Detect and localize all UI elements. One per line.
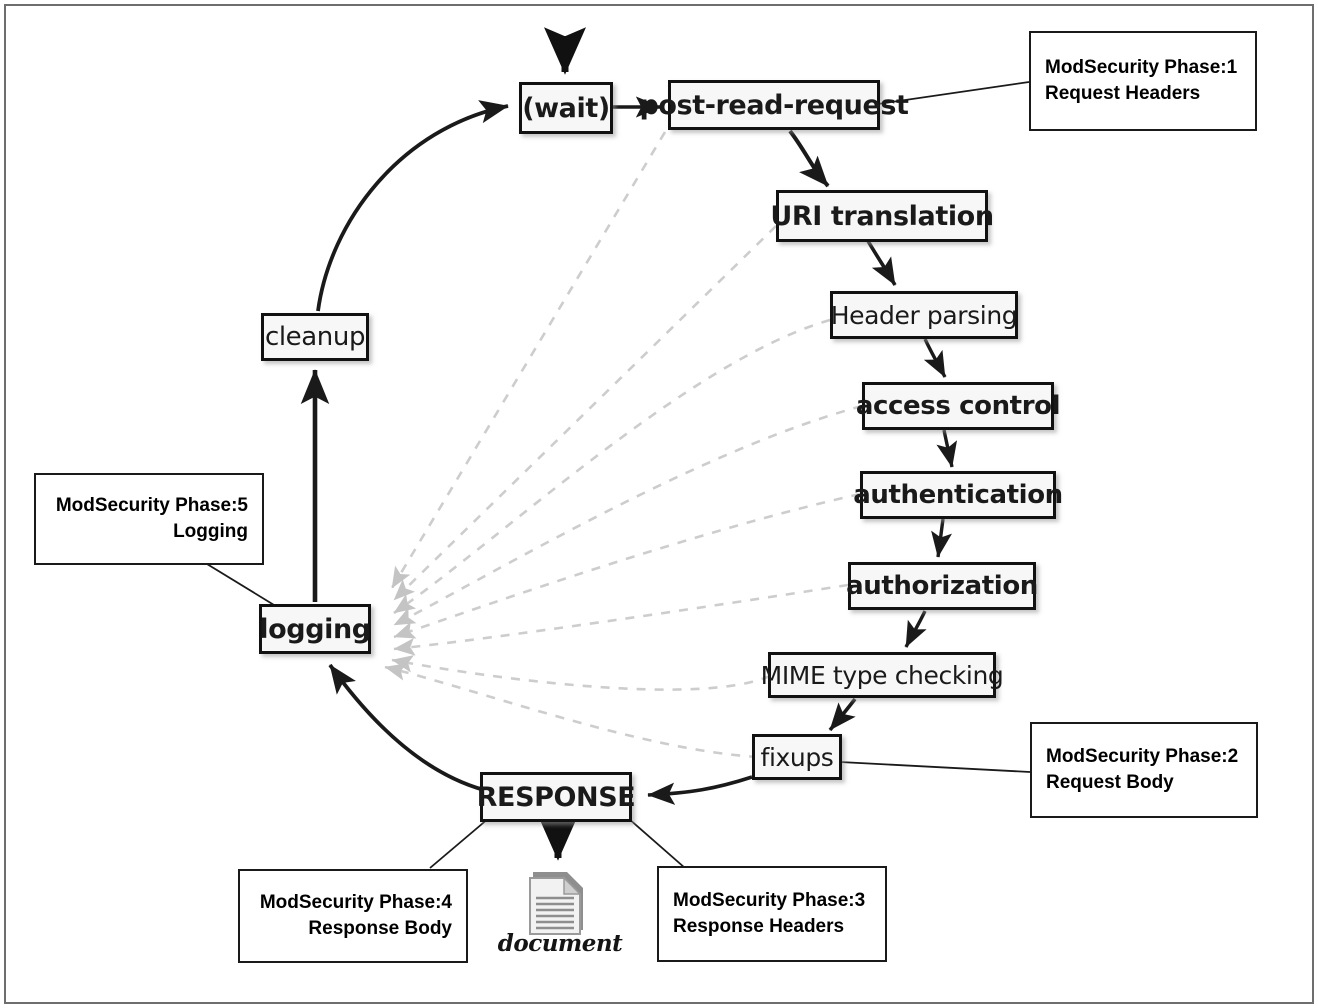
dashed-uri-translation-to-logging xyxy=(393,225,777,601)
process-box-cleanup[interactable]: cleanup xyxy=(261,313,369,361)
process-box-header-parsing[interactable]: Header parsing xyxy=(830,291,1018,339)
process-box-header-parsing-label: Header parsing xyxy=(830,300,1018,330)
annotation-phase-2-line1: ModSecurity Phase:2 xyxy=(1046,746,1239,768)
annotation-phase-4-line1: ModSecurity Phase:4 xyxy=(259,892,452,914)
process-box-post-read-request-label: post-read-request xyxy=(639,89,909,121)
connector-authentication-to-authorization xyxy=(931,518,952,558)
connector-response-to-logging xyxy=(328,663,485,792)
dashed-mime-and-fixups-to-logging xyxy=(391,655,771,691)
process-box-response-label: RESPONSE xyxy=(476,781,636,813)
connector-group-dashed-to-logging xyxy=(384,131,863,759)
process-box-logging[interactable]: logging xyxy=(259,604,371,654)
annotation-phase-1: ModSecurity Phase:1 Request Headers xyxy=(1029,31,1257,131)
connector-mime-type-checking-to-fixups xyxy=(828,697,857,732)
process-box-authentication[interactable]: authentication xyxy=(853,471,1063,519)
process-box-fixups-label: fixups xyxy=(760,742,834,772)
annotation-phase-2: ModSecurity Phase:2 Request Body xyxy=(1030,722,1258,818)
annotation-phase-2-line2: Request Body xyxy=(1046,772,1174,793)
process-box-authorization-label: authorization xyxy=(846,571,1038,601)
process-box-logging-label: logging xyxy=(259,613,371,645)
process-box-fixups[interactable]: fixups xyxy=(752,734,842,780)
annotation-phase-5-line2: Logging xyxy=(173,521,248,542)
dashed-authentication-to-logging xyxy=(393,492,861,639)
leader-phase-1 xyxy=(877,81,1030,105)
document-label: document xyxy=(497,930,623,957)
leader-phase-4 xyxy=(429,817,490,869)
process-box-authorization[interactable]: authorization xyxy=(846,562,1038,610)
annotation-phase-3-line1: ModSecurity Phase:3 xyxy=(673,890,866,912)
process-box-uri-translation-label: URI translation xyxy=(770,200,994,232)
leader-phase-2 xyxy=(839,761,1031,773)
process-box-wait-label: (wait) xyxy=(522,92,610,124)
process-box-access-control-label: access control xyxy=(855,391,1061,421)
annotation-phase-3-line2: Response Headers xyxy=(673,916,845,937)
connector-authorization-to-mime-type-checking xyxy=(904,610,927,648)
process-box-mime-type-checking[interactable]: MIME type checking xyxy=(761,652,1004,698)
process-box-response[interactable]: RESPONSE xyxy=(477,772,636,822)
dashed-header-parsing-to-logging xyxy=(393,318,831,615)
connector-header-parsing-to-access-control xyxy=(923,338,947,378)
leader-phase-3 xyxy=(627,817,686,869)
connector-access-control-to-authentication xyxy=(936,429,958,468)
process-box-cleanup-label: cleanup xyxy=(264,322,366,352)
dashed-authorization-to-logging xyxy=(393,583,849,656)
dashed-post-read-request-to-logging xyxy=(390,131,667,589)
dashed-fixups-to-logging xyxy=(384,663,759,759)
annotation-phase-4: ModSecurity Phase:4 Response Body xyxy=(238,869,468,963)
process-box-access-control[interactable]: access control xyxy=(856,382,1061,430)
process-box-authentication-label: authentication xyxy=(853,480,1063,510)
document-icon xyxy=(529,872,583,935)
annotation-phase-1-line1: ModSecurity Phase:1 xyxy=(1045,57,1238,79)
annotation-phase-5-line1: ModSecurity Phase:5 xyxy=(55,495,248,517)
process-box-uri-translation[interactable]: URI translation xyxy=(770,190,994,242)
annotation-phase-1-line2: Request Headers xyxy=(1045,83,1201,104)
annotation-phase-3: ModSecurity Phase:3 Response Headers xyxy=(657,866,887,962)
dashed-access-control-to-logging xyxy=(393,404,863,627)
connector-cleanup-to-wait xyxy=(316,100,509,312)
annotation-phase-5: ModSecurity Phase:5 Logging xyxy=(34,473,264,565)
annotation-phase-4-line2: Response Body xyxy=(308,918,452,939)
connector-uri-translation-to-header-parsing xyxy=(866,240,897,286)
process-box-mime-type-checking-label: MIME type checking xyxy=(760,660,1004,690)
process-box-post-read-request[interactable]: post-read-request xyxy=(639,80,909,130)
connector-post-read-request-to-uri-translation xyxy=(788,129,830,188)
process-box-wait[interactable]: (wait) xyxy=(519,82,613,134)
connector-fixups-to-response xyxy=(647,775,753,805)
